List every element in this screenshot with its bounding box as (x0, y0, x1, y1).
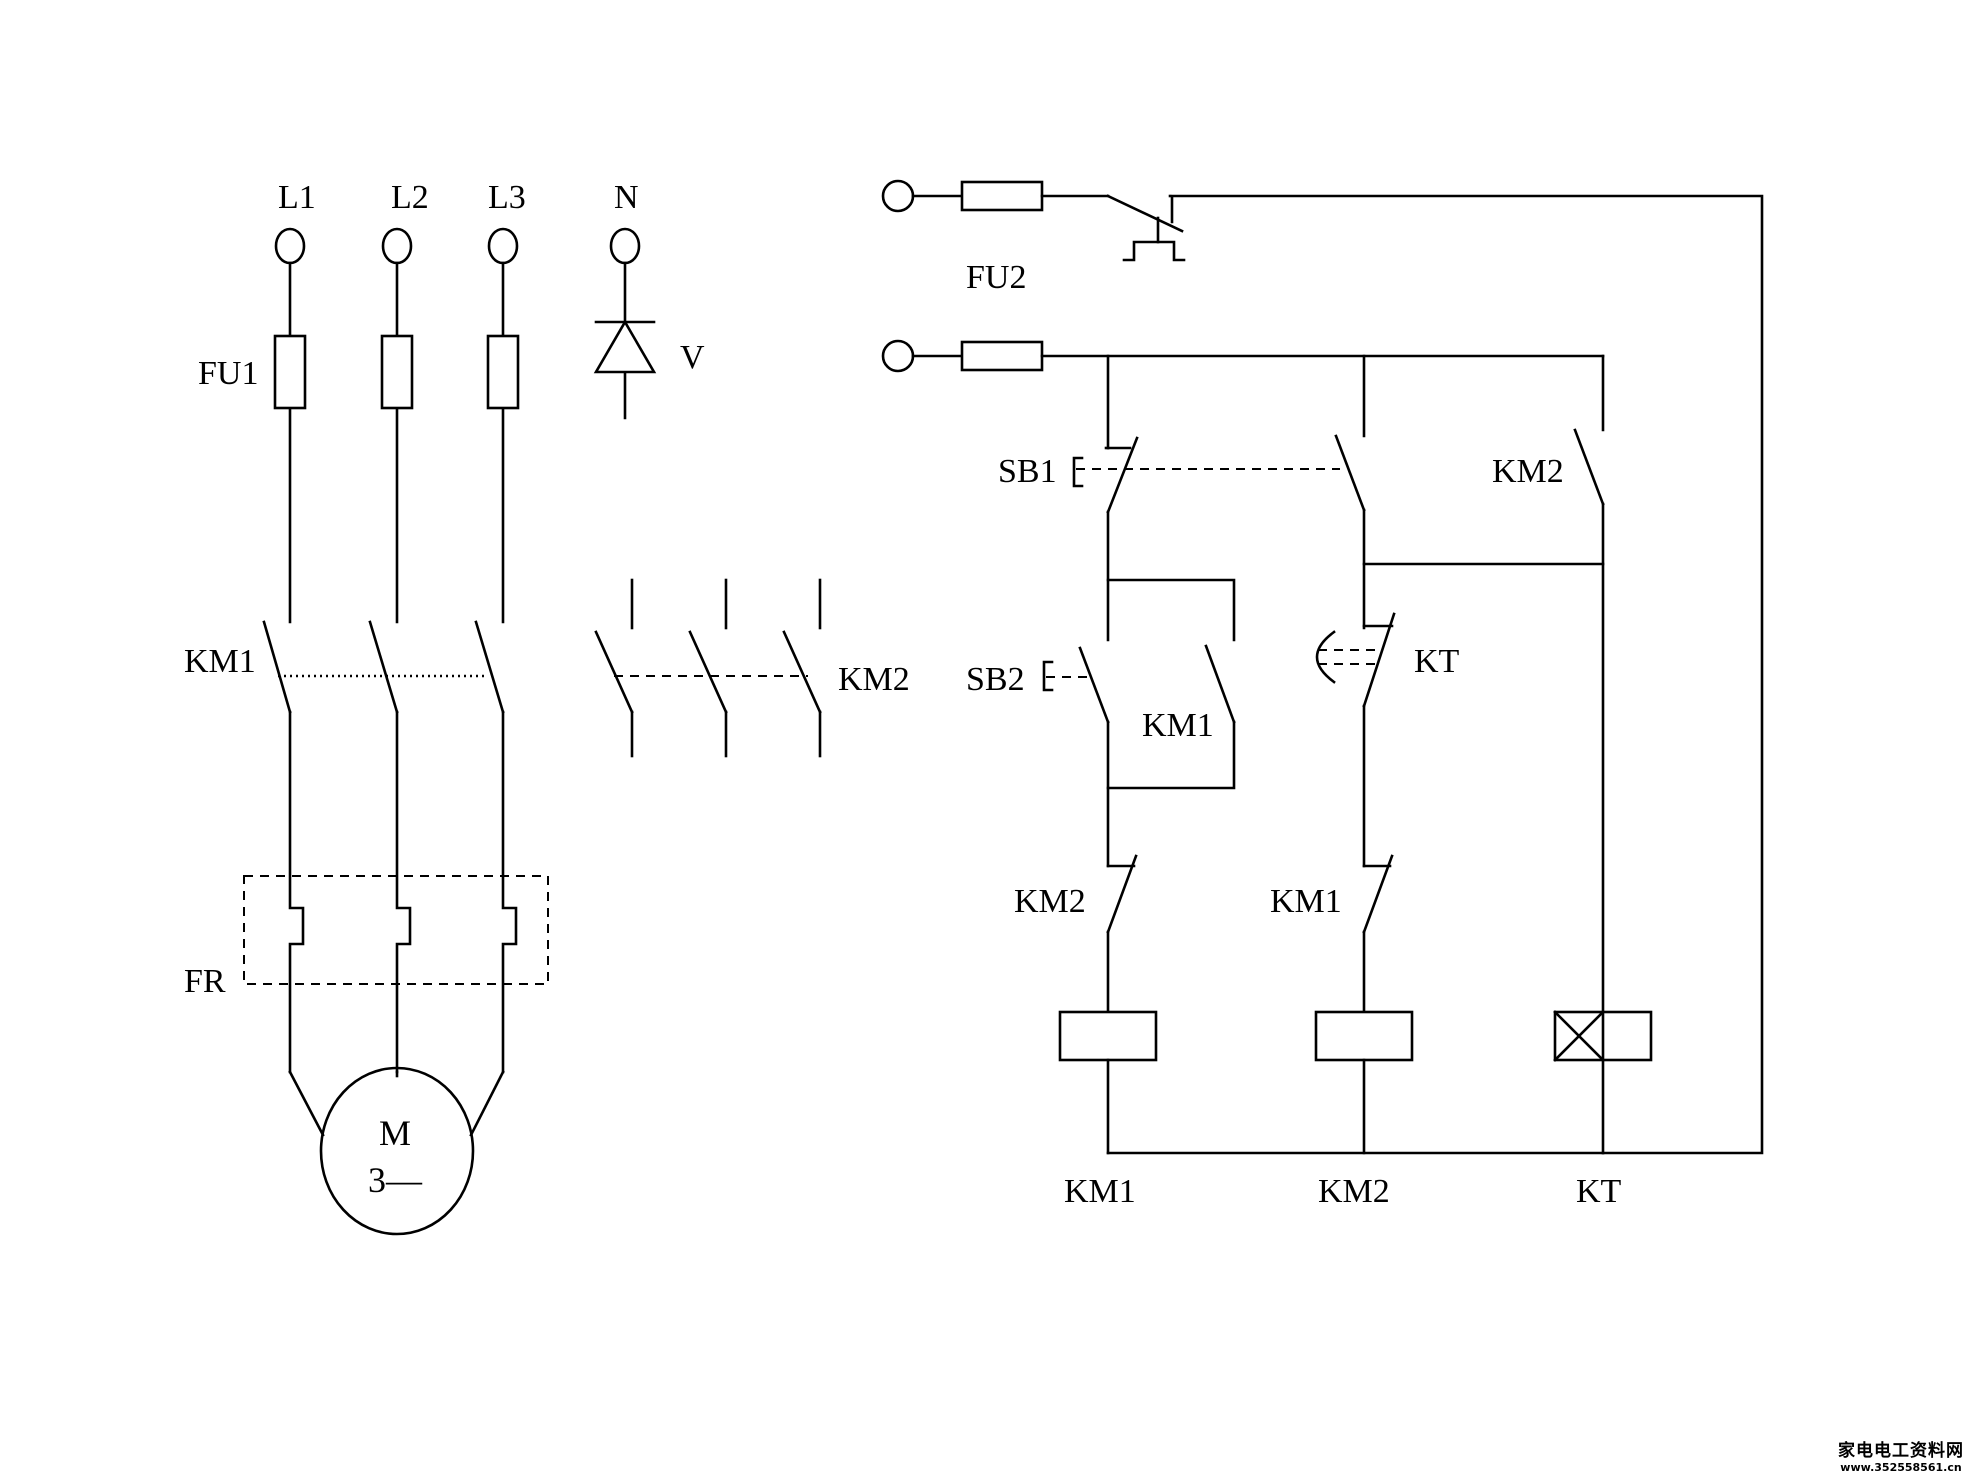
label-l3: L3 (488, 179, 526, 216)
label-coil-km1: KM1 (1064, 1173, 1136, 1210)
fr-element-l3 (501, 710, 518, 1074)
sb2-button (1042, 660, 1054, 692)
diode-v (593, 319, 657, 374)
fr-element-l2 (395, 710, 412, 1074)
motor-lead (288, 1070, 325, 1137)
label-km1-interlock: KM1 (1270, 883, 1342, 920)
wire (1170, 194, 1764, 1155)
coil-km1 (1058, 1010, 1158, 1062)
sb2-blade (1078, 646, 1110, 724)
label-km1-aux: KM1 (1142, 707, 1214, 744)
label-v: V (680, 339, 705, 376)
km2-contact-1 (594, 630, 634, 714)
label-fu1: FU1 (198, 355, 258, 392)
label-km2-main: KM2 (838, 661, 910, 698)
terminal-n (609, 227, 641, 265)
km2-interlock-blade (1106, 854, 1138, 934)
fuse-fu2-bottom (960, 340, 1044, 372)
label-n: N (614, 179, 639, 216)
label-coil-kt: KT (1576, 1173, 1622, 1210)
km2-contact-3 (782, 630, 822, 714)
fuse-fu2-top (960, 180, 1044, 212)
km2-hold-contact (1573, 428, 1605, 506)
label-km2-hold: KM2 (1492, 453, 1564, 490)
label-kt-contact: KT (1414, 643, 1460, 680)
coil-km2 (1314, 1010, 1414, 1062)
label-l1: L1 (278, 179, 316, 216)
label-km2-interlock: KM2 (1014, 883, 1086, 920)
sb1-no-contact (1334, 434, 1366, 512)
watermark-site-name: 家电电工资料网 (1838, 1441, 1964, 1461)
coil-kt-cross-2 (1553, 1010, 1605, 1062)
sb1-blade (1106, 436, 1139, 514)
control-circuit: FU2 SB1 KM2 SB2 KM1 KT KM2 KM1 KM1 KM2 K… (881, 179, 1764, 1210)
km1-contact-l2 (368, 620, 399, 714)
label-coil-km2: KM2 (1318, 1173, 1390, 1210)
wire (1106, 720, 1236, 790)
motor-label-m: M (379, 1113, 411, 1153)
motor-label-phase: 3— (368, 1160, 423, 1200)
km1-contact-l3 (474, 620, 505, 714)
switch-blade (1106, 194, 1184, 233)
terminal-l2 (381, 227, 413, 265)
fuse-fu1-l1 (273, 334, 307, 410)
terminal-l1 (274, 227, 306, 265)
motor-lead (469, 1070, 505, 1137)
fuse-fu1-l2 (380, 334, 414, 410)
km1-hold-contact (1204, 644, 1236, 724)
terminal-l3 (487, 227, 519, 265)
kt-blade (1362, 612, 1396, 708)
fr-element-l1 (288, 710, 305, 1074)
power-circuit: L1 L2 L3 N FU1 V KM1 KM2 FR M 3— (184, 179, 910, 1236)
watermark-url: www.352558561.cn (1840, 1461, 1962, 1474)
fuse-fu1-l3 (486, 334, 520, 410)
label-l2: L2 (391, 179, 429, 216)
control-terminal-bottom (881, 339, 915, 373)
wire (1106, 578, 1236, 642)
km1-interlock-blade (1362, 854, 1394, 934)
kt-delay-arc (1315, 630, 1336, 684)
label-sb2: SB2 (966, 661, 1025, 698)
label-km1-main: KM1 (184, 643, 256, 680)
km1-contact-l1 (262, 620, 292, 714)
sb1-button (1072, 456, 1084, 488)
km2-contact-2 (688, 630, 728, 714)
motor (319, 1066, 475, 1236)
label-sb1: SB1 (998, 453, 1057, 490)
watermark: 家电电工资料网 www.352558561.cn (1838, 1436, 1964, 1474)
control-terminal-top (881, 179, 915, 213)
button-cap (1122, 240, 1186, 262)
label-fu2: FU2 (966, 259, 1026, 296)
fr-overload-box (243, 875, 549, 985)
label-fr: FR (184, 963, 226, 1000)
